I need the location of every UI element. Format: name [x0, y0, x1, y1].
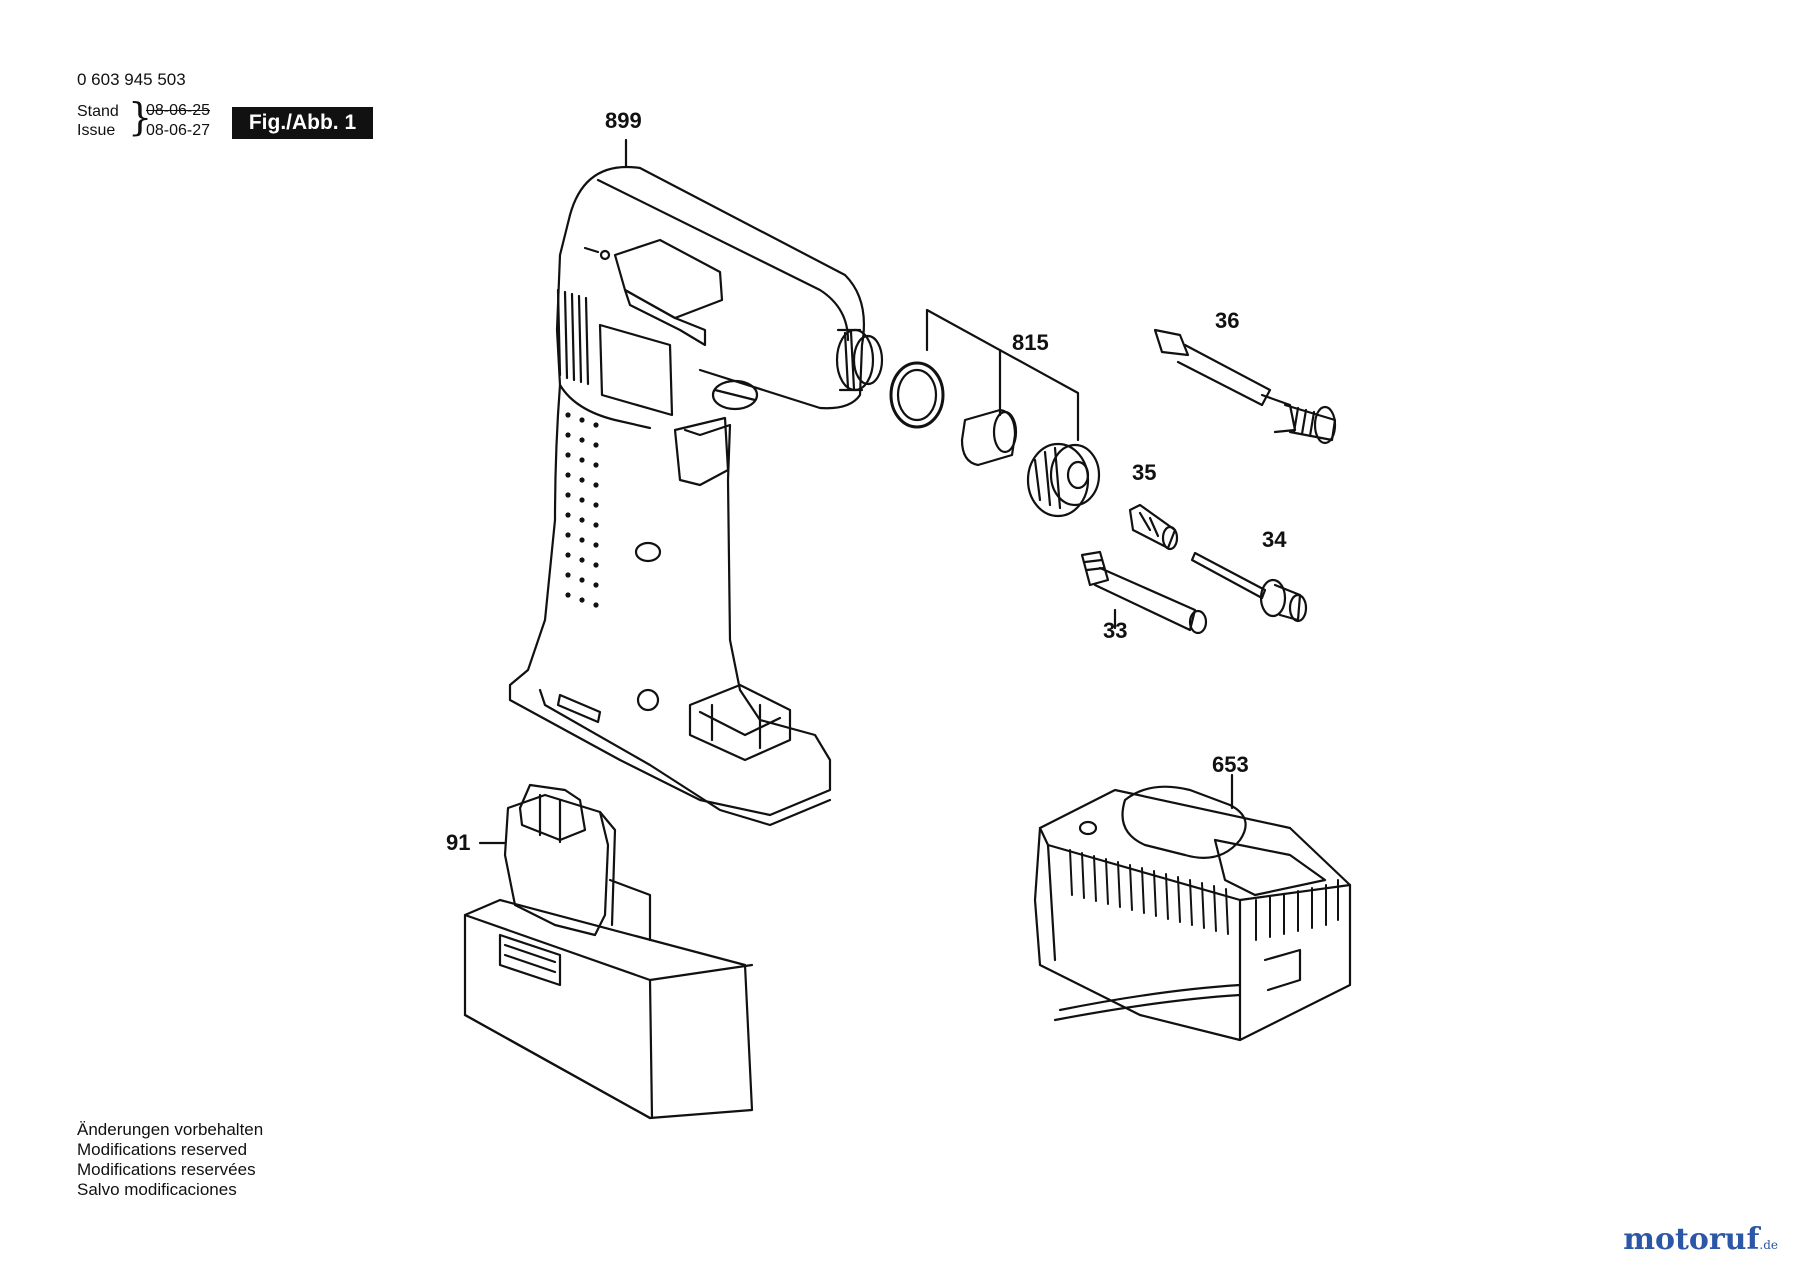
callout-36: 36 — [1215, 308, 1240, 333]
callout-91: 91 — [446, 830, 471, 855]
cone-adapter-33 — [1080, 550, 1208, 635]
callout-653: 653 — [1212, 752, 1249, 777]
stand-date-struck: 08-06-25 — [146, 102, 211, 119]
watermark-tld: .de — [1759, 1238, 1778, 1252]
issue-date: 08-06-27 — [146, 122, 211, 139]
note-de: Änderungen vorbehalten — [77, 1120, 264, 1139]
callout-33: 33 — [1103, 618, 1128, 643]
needle-34 — [1190, 551, 1308, 623]
note-fr: Modifications reservées — [77, 1160, 256, 1179]
modification-notes: Änderungen vorbehalten Modifications res… — [77, 1120, 263, 1200]
adapter-35 — [1128, 503, 1179, 551]
battery-charger — [1033, 785, 1352, 1042]
note-en: Modifications reserved — [77, 1140, 248, 1159]
callout-35: 35 — [1132, 460, 1157, 485]
adapter-36 — [1153, 328, 1337, 445]
callout-34: 34 — [1262, 527, 1287, 552]
part-number: 0 603 945 503 — [77, 70, 186, 89]
issue-label: Issue — [77, 122, 116, 139]
nozzle-set-parts — [889, 308, 1101, 518]
motoruf-watermark-logo: motoruf.de — [1623, 1222, 1778, 1257]
stand-label: Stand — [77, 103, 119, 120]
air-pump-housing — [508, 165, 884, 827]
battery-pack — [463, 783, 754, 1120]
note-es: Salvo modificaciones — [77, 1180, 237, 1199]
brace-glyph: } — [128, 95, 153, 139]
watermark-brand: motoruf — [1623, 1222, 1760, 1257]
callout-815: 815 — [1012, 330, 1049, 355]
figure-label: Fig./Abb. 1 — [232, 107, 373, 139]
callout-899: 899 — [605, 108, 642, 133]
